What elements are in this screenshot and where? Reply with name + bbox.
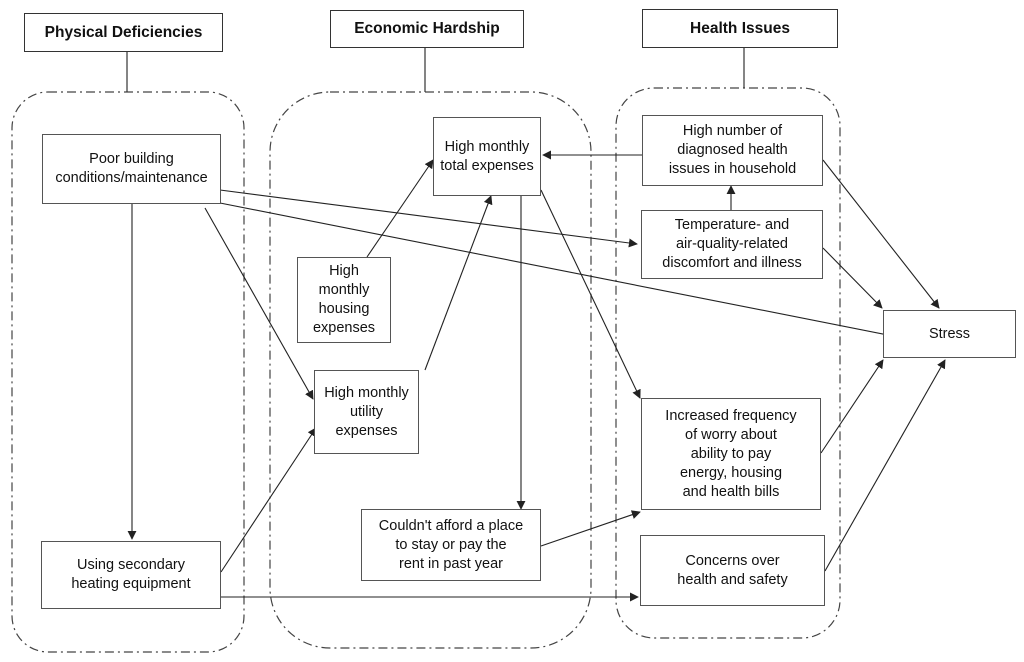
arrow-poor-building-to-temperature xyxy=(219,189,638,248)
node-stress: Stress xyxy=(883,310,1016,358)
arrow-housing-to-total xyxy=(366,159,434,258)
arrow-couldnt-afford-to-worry xyxy=(540,510,641,547)
node-high-monthly-utility-expenses: High monthly utility expenses xyxy=(314,370,419,454)
header-physical-deficiencies: Physical Deficiencies xyxy=(24,13,223,52)
header-health-issues: Health Issues xyxy=(642,9,838,48)
node-poor-building-conditions: Poor building conditions/maintenance xyxy=(42,134,221,204)
group-physical-container xyxy=(11,91,245,653)
group-economic-container xyxy=(269,91,592,649)
arrow-secondary-heating-to-utility xyxy=(220,427,317,573)
arrow-worry-to-stress xyxy=(820,359,884,454)
arrow-concerns-to-stress xyxy=(824,359,946,572)
node-using-secondary-heating: Using secondary heating equipment xyxy=(41,541,221,609)
arrow-total-to-worry xyxy=(540,189,641,399)
node-high-monthly-total-expenses: High monthly total expenses xyxy=(433,117,541,196)
arrow-diagnosed-to-stress xyxy=(822,159,940,309)
arrow-utility-to-total xyxy=(424,195,493,371)
node-diagnosed-health-issues: High number of diagnosed health issues i… xyxy=(642,115,823,186)
header-economic-hardship: Economic Hardship xyxy=(330,10,524,48)
node-couldnt-afford-place: Couldn't afford a place to stay or pay t… xyxy=(361,509,541,581)
arrow-poor-building-to-stress xyxy=(219,202,894,339)
node-concerns-health-safety: Concerns over health and safety xyxy=(640,535,825,606)
node-temperature-air-quality: Temperature- and air-quality-related dis… xyxy=(641,210,823,279)
node-high-monthly-housing-expenses: High monthly housing expenses xyxy=(297,257,391,343)
arrow-temperature-to-stress xyxy=(822,247,883,309)
group-health-container xyxy=(615,87,841,639)
arrow-poor-building-to-utility xyxy=(204,207,314,400)
node-increased-worry-frequency: Increased frequency of worry about abili… xyxy=(641,398,821,510)
